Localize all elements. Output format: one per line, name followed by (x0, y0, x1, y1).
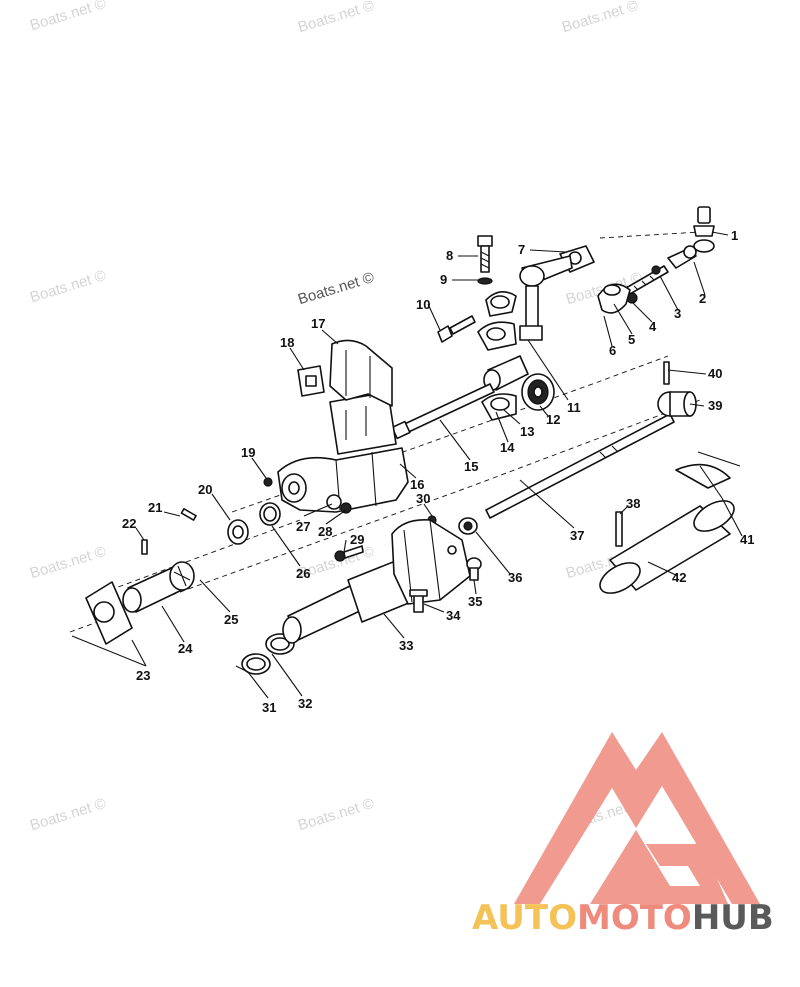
part-bolt-10 (437, 315, 476, 343)
part-washer-27 (326, 494, 352, 514)
assembly-axis-shift (109, 519, 301, 591)
leader-lines (71, 231, 743, 699)
part-tube (599, 500, 735, 594)
part-pin-21 (180, 507, 197, 521)
callout-40: 40 (708, 366, 722, 381)
part-bushing-36 (458, 517, 478, 535)
callout-15: 15 (464, 459, 478, 474)
callout-16: 16 (410, 477, 424, 492)
callout-42: 42 (672, 570, 686, 585)
part-ring-26 (259, 502, 281, 526)
part-swivel-bracket (277, 391, 409, 513)
callout-28: 28 (318, 524, 332, 539)
callout-36: 36 (508, 570, 522, 585)
callout-1: 1 (731, 228, 738, 243)
callout-24: 24 (178, 641, 193, 656)
part-latch (297, 365, 325, 397)
callout-27: 27 (296, 519, 310, 534)
callout-34: 34 (446, 608, 461, 623)
callout-5: 5 (628, 332, 635, 347)
callout-32: 32 (298, 696, 312, 711)
part-link-end (667, 245, 697, 269)
part-washer-9 (477, 277, 493, 285)
part-sleeve-cap (675, 463, 731, 489)
callout-19: 19 (241, 445, 255, 460)
callout-30: 30 (416, 491, 430, 506)
callout-4: 4 (649, 319, 657, 334)
part-shift-bracket (477, 321, 517, 351)
callout-20: 20 (198, 482, 212, 497)
callout-33: 33 (399, 638, 413, 653)
part-shift-shaft (391, 383, 495, 440)
callout-39: 39 (708, 398, 722, 413)
part-bushing-20 (227, 519, 249, 545)
callout-18: 18 (280, 335, 294, 350)
callout-6: 6 (609, 343, 616, 358)
callout-12: 12 (546, 412, 560, 427)
part-pin-38 (615, 511, 623, 547)
automotohub-logo-icon (514, 732, 760, 904)
part-ball-stud (693, 206, 715, 253)
callout-21: 21 (148, 500, 162, 515)
callout-9: 9 (440, 272, 447, 287)
callout-14: 14 (500, 440, 515, 455)
callout-37: 37 (570, 528, 584, 543)
part-upper-bracket (485, 291, 517, 317)
callout-7: 7 (518, 242, 525, 257)
axis-link (599, 231, 701, 239)
part-pin-22 (141, 539, 148, 555)
callout-2: 2 (699, 291, 706, 306)
part-coupler (122, 561, 195, 613)
part-gear (521, 373, 555, 411)
callout-25: 25 (224, 612, 238, 627)
part-shift-lever (519, 245, 595, 341)
callout-26: 26 (296, 566, 310, 581)
part-bolt-8 (477, 235, 493, 273)
callout-13: 13 (520, 424, 534, 439)
part-bolt-34 (409, 589, 428, 613)
callout-17: 17 (311, 316, 325, 331)
callout-11: 11 (567, 400, 581, 415)
callout-41: 41 (740, 532, 754, 547)
callout-38: 38 (626, 496, 640, 511)
callout-23: 23 (136, 668, 150, 683)
callout-3: 3 (674, 306, 681, 321)
callout-labels: 1 2 3 4 5 6 7 8 9 10 11 12 13 14 15 16 1… (122, 228, 754, 715)
part-ring-31 (241, 653, 271, 675)
brand-part-auto: AUTO (472, 898, 577, 938)
callout-8: 8 (446, 248, 453, 263)
part-swivel-housing (282, 518, 471, 644)
part-plate (85, 581, 133, 645)
part-long-shaft (485, 413, 675, 519)
callout-29: 29 (350, 532, 364, 547)
part-cover (329, 339, 393, 407)
part-screw-19 (263, 477, 273, 487)
part-bolt-35 (466, 557, 482, 581)
assembly-axis-lower (69, 399, 701, 633)
part-clamp (597, 283, 631, 314)
automotohub-wordmark: AUTOMOTOHUB (472, 898, 774, 938)
part-screw-29 (334, 545, 364, 562)
callout-35: 35 (468, 594, 482, 609)
brand-part-moto: MOTO (576, 898, 692, 938)
callout-10: 10 (416, 297, 430, 312)
callout-22: 22 (122, 516, 136, 531)
part-pin-40 (663, 361, 670, 385)
brand-part-hub: HUB (691, 898, 774, 938)
callout-31: 31 (262, 700, 276, 715)
